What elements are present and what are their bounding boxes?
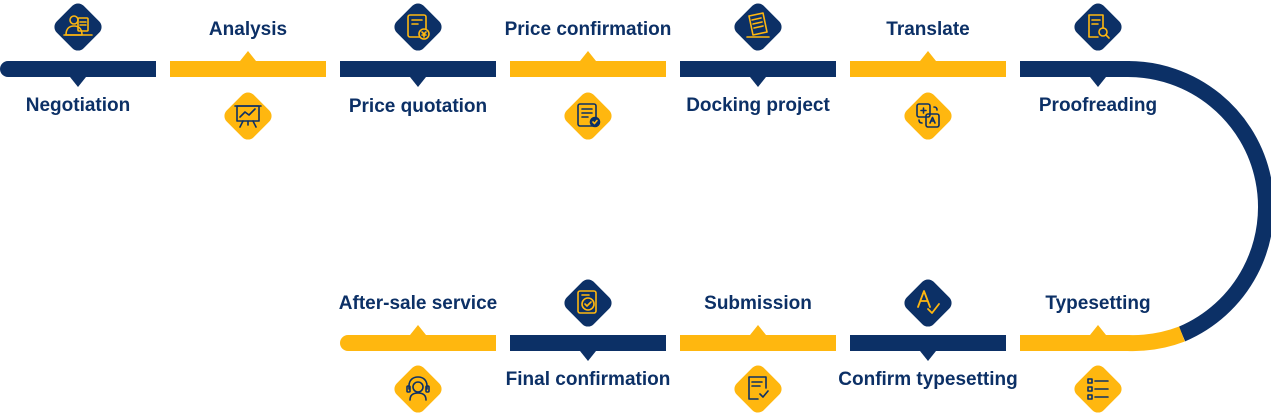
step-label-price-quotation: Price quotation xyxy=(348,96,488,117)
pointer-analysis xyxy=(240,51,256,61)
pointer-price-confirmation xyxy=(580,51,596,61)
step-label-submission: Submission xyxy=(704,293,812,314)
track-segment-price-confirmation xyxy=(510,61,666,77)
step-label-proofreading: Proofreading xyxy=(1038,95,1158,116)
proofread-search-icon xyxy=(1071,0,1125,54)
typesetting-list-icon xyxy=(1071,362,1125,416)
spellcheck-icon xyxy=(901,276,955,330)
checklist-icon xyxy=(561,89,615,143)
track-segment-typesetting xyxy=(1020,335,1130,351)
pointer-final-confirmation xyxy=(580,351,596,361)
track-segment-price-quotation xyxy=(340,61,496,77)
pointer-proofreading xyxy=(1090,77,1106,87)
step-label-analysis: Analysis xyxy=(208,19,288,40)
pointer-typesetting xyxy=(1090,325,1106,335)
track-curve xyxy=(1127,61,1271,342)
step-label-final-confirmation: Final confirmation xyxy=(505,369,671,390)
track-segment-translate xyxy=(850,61,1006,77)
pointer-after-sale xyxy=(410,325,426,335)
step-label-negotiation: Negotiation xyxy=(25,95,131,116)
step-label-after-sale-service: After-sale service xyxy=(338,293,498,314)
track-segment-final-confirmation xyxy=(510,335,666,351)
headset-icon xyxy=(391,362,445,416)
track-segment-submission xyxy=(680,335,836,351)
track-segment-after-sale xyxy=(340,335,496,351)
project-docs-icon xyxy=(731,0,785,54)
price-document-icon xyxy=(391,0,445,54)
pointer-negotiation xyxy=(70,77,86,87)
pointer-translate xyxy=(920,51,936,61)
track-segment-confirm-typesetting xyxy=(850,335,1006,351)
submission-doc-icon xyxy=(731,362,785,416)
step-label-confirm-typesetting: Confirm typesetting xyxy=(838,369,1018,390)
track-segment-docking-project xyxy=(680,61,836,77)
verified-doc-icon xyxy=(561,276,615,330)
track-segment-negotiation xyxy=(0,61,156,77)
track-segment-proofreading xyxy=(1020,61,1130,77)
analysis-chart-icon xyxy=(221,89,275,143)
step-label-typesetting: Typesetting xyxy=(1045,293,1151,314)
pointer-price-quotation xyxy=(410,77,426,87)
track-segment-analysis xyxy=(170,61,326,77)
track-curve-gold xyxy=(1127,326,1185,352)
negotiation-icon xyxy=(51,0,105,54)
step-label-docking-project: Docking project xyxy=(686,95,830,116)
pointer-confirm-typesetting xyxy=(920,351,936,361)
step-label-price-confirmation: Price confirmation xyxy=(504,19,672,40)
pointer-submission xyxy=(750,325,766,335)
translate-icon xyxy=(901,89,955,143)
pointer-docking-project xyxy=(750,77,766,87)
step-label-translate: Translate xyxy=(886,19,970,40)
